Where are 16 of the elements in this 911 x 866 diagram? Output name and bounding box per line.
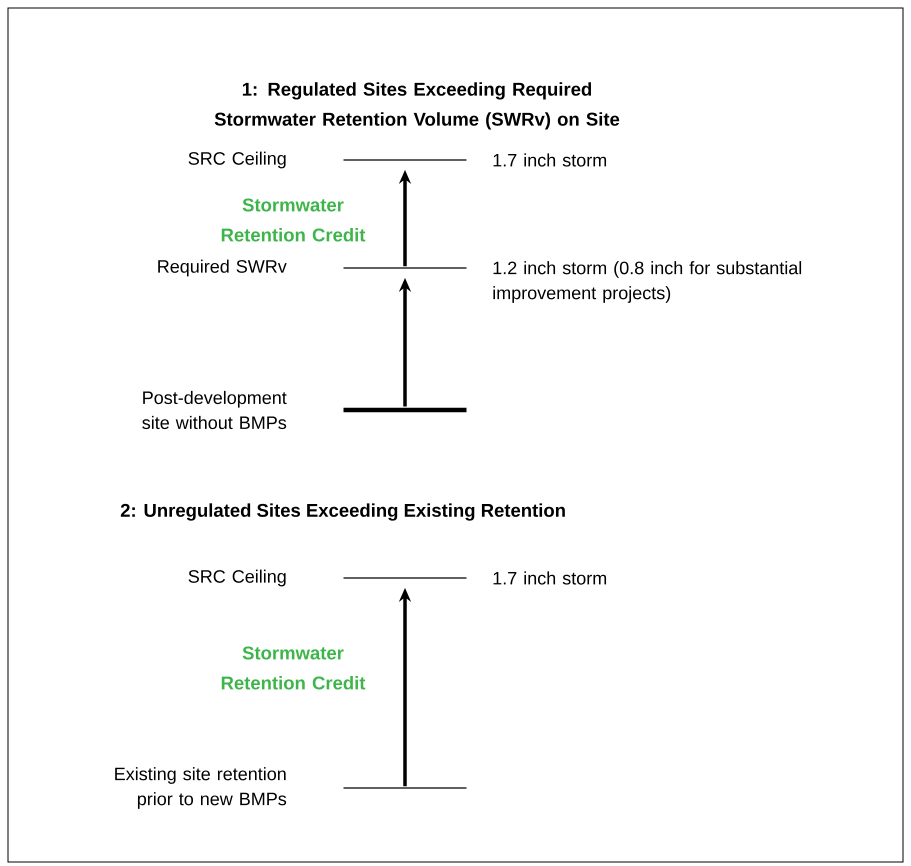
level-label: SRC Ceiling xyxy=(188,152,286,168)
level-line xyxy=(344,787,466,789)
storm-label: 1.7 inch storm xyxy=(494,153,606,167)
heading: 1: Regulated Sites Exceeding Required Stormwater Retention Volume (SWRv) on Site xyxy=(214,82,620,130)
level-line xyxy=(344,267,466,269)
level-label: Post-development site without BMPs xyxy=(142,390,287,430)
level-line xyxy=(344,577,466,579)
credit-label: Stormwater Retention Credit xyxy=(222,198,366,242)
storm-label: 1.2 inch storm (0.8 inch for substantial improvement projects) xyxy=(493,261,802,303)
level-label: Existing site retention prior to new BMPs xyxy=(115,767,286,809)
level-line xyxy=(344,159,466,161)
storm-label: 1.7 inch storm xyxy=(494,571,606,585)
level-label: Required SWRv xyxy=(158,260,287,276)
heading: 2: Unregulated Sites Exceeding Existing Retention xyxy=(120,503,565,521)
level-label: SRC Ceiling xyxy=(188,570,286,586)
credit-label: Stormwater Retention Credit xyxy=(222,646,366,690)
